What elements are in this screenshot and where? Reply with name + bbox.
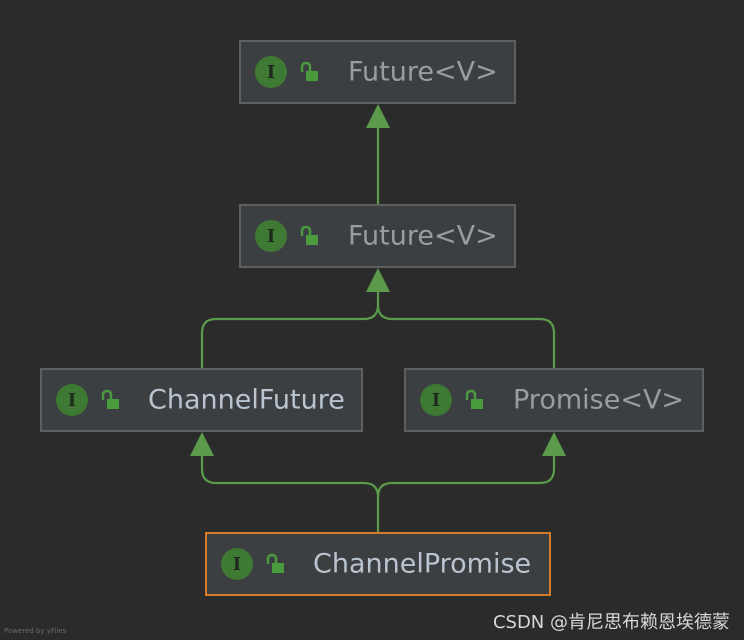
interface-icon: I (221, 548, 253, 580)
unlocked-public-icon (300, 225, 318, 245)
arrowhead-future-top (366, 104, 390, 128)
edge-channel-future-to-future-mid (200, 290, 380, 368)
arrowhead-promise (542, 432, 566, 456)
powered-by-label: Powered by yFiles (4, 627, 67, 635)
node-promise[interactable]: I Promise<V> (404, 368, 704, 432)
node-channel-future[interactable]: I ChannelFuture (40, 368, 363, 432)
arrowhead-future-mid (366, 268, 390, 292)
node-label: Future<V> (348, 56, 498, 88)
node-label: Promise<V> (513, 384, 685, 416)
node-future-top[interactable]: I Future<V> (239, 40, 516, 104)
unlocked-public-icon (300, 61, 318, 81)
edge-channel-promise-to-channel-future (200, 454, 380, 532)
arrowhead-channel-future (190, 432, 214, 456)
interface-icon: I (56, 384, 88, 416)
node-label: Future<V> (348, 220, 498, 252)
interface-icon: I (420, 384, 452, 416)
edge-promise-to-future-mid (376, 304, 556, 368)
interface-icon: I (255, 56, 287, 88)
node-label: ChannelPromise (313, 548, 532, 580)
edge-channel-promise-to-promise (376, 454, 556, 498)
unlocked-public-icon (266, 553, 284, 573)
unlocked-public-icon (465, 389, 483, 409)
interface-icon: I (255, 220, 287, 252)
watermark: CSDN @肯尼思布赖恩埃德蒙 (492, 612, 730, 633)
unlocked-public-icon (101, 389, 119, 409)
node-channel-promise[interactable]: I ChannelPromise (205, 532, 551, 596)
node-label: ChannelFuture (148, 384, 345, 416)
node-future-mid[interactable]: I Future<V> (239, 204, 516, 268)
